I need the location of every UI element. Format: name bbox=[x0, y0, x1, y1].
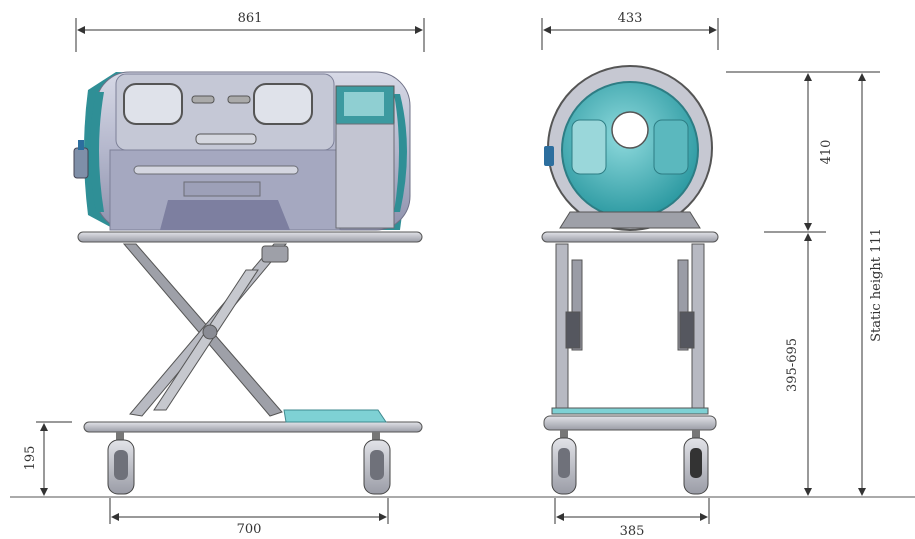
dimension-front-base-width: 385 bbox=[554, 498, 710, 539]
dimension-label-capsule-height: 410 bbox=[819, 140, 834, 165]
front-wheel-right bbox=[683, 430, 709, 495]
dimension-label-total-height: Static height 111 bbox=[869, 228, 884, 342]
dimension-wheelbase: 700 bbox=[109, 498, 389, 537]
side-base bbox=[83, 409, 423, 433]
dimension-base-height: 195 bbox=[23, 421, 72, 496]
dimension-label-front-base-width: 385 bbox=[620, 524, 645, 539]
front-capsule bbox=[544, 65, 713, 231]
front-top-rail bbox=[541, 231, 719, 243]
side-wheel-left bbox=[107, 432, 135, 495]
dimension-front-width: 433 bbox=[541, 11, 719, 50]
dimension-label-base-height: 195 bbox=[23, 446, 38, 471]
dimension-label-adjustable-height: 395-695 bbox=[785, 338, 800, 392]
front-base-rail bbox=[543, 415, 717, 431]
side-capsule bbox=[73, 71, 411, 231]
side-top-rail bbox=[77, 231, 423, 243]
dimension-label-wheelbase: 700 bbox=[237, 522, 262, 537]
dimension-label-side-length: 861 bbox=[238, 11, 263, 26]
height-dimensions: 410 395-695 Static height 111 bbox=[726, 71, 884, 496]
dimension-side-length: 861 bbox=[75, 11, 425, 52]
side-wheel-right bbox=[363, 432, 391, 495]
front-columns bbox=[551, 243, 709, 415]
front-wheel-left bbox=[551, 430, 577, 495]
side-view: 861 bbox=[23, 11, 425, 537]
front-view: 433 bbox=[541, 11, 719, 539]
side-scissor-lift bbox=[122, 243, 289, 417]
dimension-label-front-width: 433 bbox=[618, 11, 643, 26]
